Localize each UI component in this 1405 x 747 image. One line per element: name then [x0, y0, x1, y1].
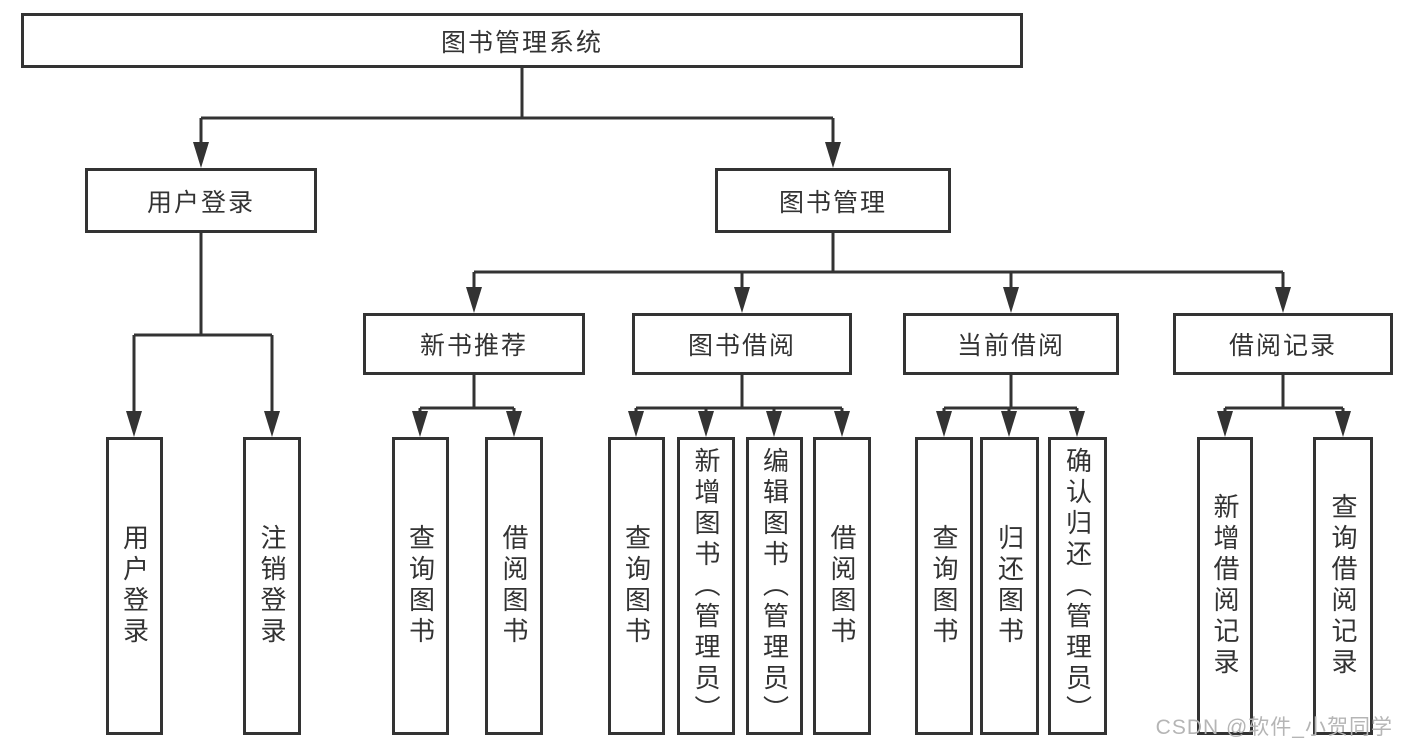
connector-current	[942, 375, 1079, 417]
arrowheads	[126, 142, 1351, 437]
leaf-recommend-borrow-books: 借阅图书	[485, 437, 543, 735]
node-new-book-recommend: 新书推荐	[363, 313, 585, 375]
node-library-system-label: 图书管理系统	[440, 28, 603, 57]
node-user-login-label: 用户登录	[146, 188, 255, 217]
leaf-user-login: 用户登录	[106, 437, 163, 735]
node-user-login: 用户登录	[85, 168, 317, 233]
node-book-borrowing-label: 图书借阅	[687, 332, 796, 360]
node-borrow-records-label: 借阅记录	[1228, 332, 1337, 360]
node-book-borrowing: 图书借阅	[632, 313, 852, 375]
node-book-management-label: 图书管理	[778, 188, 887, 217]
node-book-management: 图书管理	[715, 168, 951, 233]
leaf-current-query-books: 查询图书	[915, 437, 973, 735]
leaf-borrowing-query-books: 查询图书	[608, 437, 665, 735]
node-library-system: 图书管理系统	[21, 13, 1023, 68]
leaf-recommend-query-books: 查询图书	[392, 437, 449, 735]
connector-root	[199, 68, 835, 148]
connector-borrowing	[634, 375, 844, 417]
leaf-records-query-record: 查询借阅记录	[1313, 437, 1373, 735]
connector-user-login	[132, 233, 274, 417]
node-borrow-records: 借阅记录	[1173, 313, 1393, 375]
leaf-borrowing-borrow-books: 借阅图书	[813, 437, 871, 735]
watermark: CSDN @软件_小贺同学	[1155, 716, 1393, 739]
connector-records	[1223, 375, 1345, 417]
leaf-borrowing-edit-books-admin: 编辑图书（管理员）	[746, 437, 803, 735]
leaf-borrowing-add-books-admin: 新增图书（管理员）	[677, 437, 735, 735]
node-current-borrowing: 当前借阅	[903, 313, 1119, 375]
leaf-current-return-books: 归还图书	[980, 437, 1039, 735]
leaf-current-confirm-return-admin: 确认归还（管理员）	[1048, 437, 1107, 735]
leaf-logout: 注销登录	[243, 437, 301, 735]
leaf-records-add-record: 新增借阅记录	[1197, 437, 1253, 735]
node-new-book-recommend-label: 新书推荐	[419, 332, 528, 360]
connector-book-management	[472, 233, 1285, 293]
connector-recommend	[418, 375, 516, 417]
node-current-borrowing-label: 当前借阅	[956, 332, 1065, 360]
